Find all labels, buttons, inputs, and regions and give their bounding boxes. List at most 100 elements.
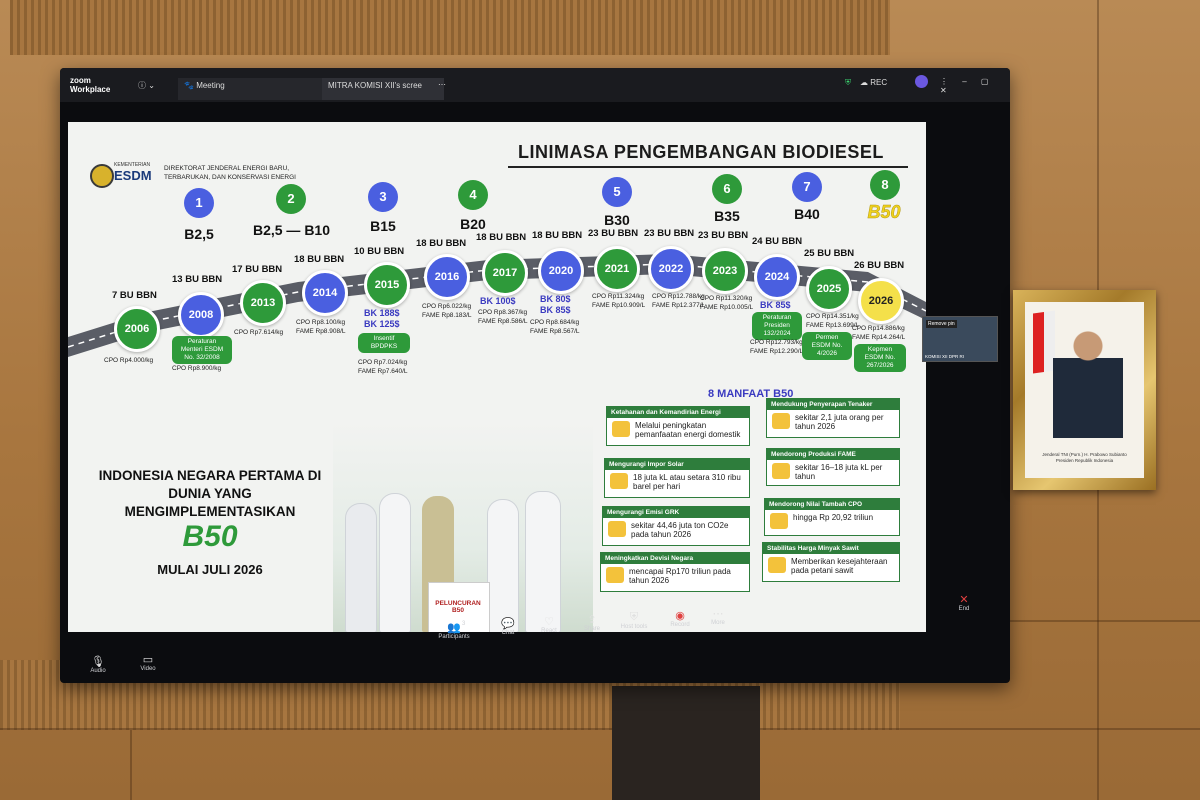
year-2026: 2026 <box>858 278 904 324</box>
bbn-2013: 17 BU BBN <box>232 264 283 275</box>
video-tile[interactable]: Remove pin KOMISI XII DPR RI <box>922 316 998 362</box>
price-2017: CPO Rp8.367/kg FAME Rp8.586/L <box>478 309 528 325</box>
heart-icon: ♡ <box>544 616 554 628</box>
stage-3-label: B15 <box>370 218 396 234</box>
bbn-2024: 24 BU BBN <box>752 236 803 247</box>
year-2020: 2020 <box>538 248 584 294</box>
share-tab-label: MITRA KOMISI XII's scree <box>328 81 422 90</box>
note-perpres-2024: Peraturan Presiden 132/2024 <box>752 312 802 340</box>
rec-indicator[interactable]: ☁ REC <box>860 78 888 87</box>
factory-icon <box>772 463 790 479</box>
end-button[interactable]: ✕End <box>942 593 986 612</box>
portrait-photo <box>1053 320 1123 438</box>
year-2008: 2008 <box>178 292 224 338</box>
participants-label: Participants <box>438 634 470 640</box>
portrait-caption: Jenderal TNI (Purn.) H. Prabowo Subianto… <box>1042 452 1127 463</box>
palm-tree-icon <box>770 513 788 529</box>
more-tabs-icon[interactable]: ⋯ <box>438 80 446 89</box>
stage-5-badge: 5 <box>602 177 632 207</box>
share-button[interactable]: ⇪Share <box>570 613 614 632</box>
headline-b50: B50 <box>182 520 238 553</box>
person <box>488 500 518 632</box>
tv-monitor: zoom Workplace ⓘ ⌄ 🐾 Meeting MITRA KOMIS… <box>60 68 1010 683</box>
host-tools-button[interactable]: ⛨Host tools <box>612 611 656 630</box>
audio-button[interactable]: 🎙Audio <box>76 655 120 674</box>
podium <box>428 582 490 632</box>
stage-1-badge: 1 <box>184 188 214 218</box>
chat-button[interactable]: 💬Chat <box>486 617 530 636</box>
fuel-barrel-icon <box>610 473 628 489</box>
year-2017: 2017 <box>482 250 528 296</box>
video-button[interactable]: ▭Video <box>126 653 170 672</box>
price-2015: CPO Rp7.024/kg FAME Rp7.640/L <box>358 359 408 375</box>
stage-4-label: B20 <box>460 216 486 232</box>
participants-button[interactable]: 👥Participants <box>432 621 476 640</box>
more-icon: ⋯ <box>712 608 724 620</box>
note-insentif: Insentif BPDPKS <box>358 333 410 353</box>
stage-8-badge: 8 <box>870 170 900 200</box>
close-icon: ✕ <box>959 594 969 606</box>
more-button[interactable]: ⋯More <box>696 607 740 626</box>
bbn-2017: 18 BU BBN <box>476 232 527 243</box>
host-tools-label: Host tools <box>620 624 648 630</box>
slide-title: LINIMASA PENGEMBANGAN BIODIESEL <box>518 142 884 162</box>
price-2006: CPO Rp4.000/kg <box>104 357 154 364</box>
remove-pin-button[interactable]: Remove pin <box>926 320 957 328</box>
bbn-2020: 18 BU BBN <box>532 230 583 241</box>
bbn-2014: 18 BU BBN <box>294 254 345 265</box>
zoom-logo: zoom Workplace <box>70 76 111 94</box>
money-icon <box>606 567 624 583</box>
globe-icon <box>608 521 626 537</box>
headline-text: INDONESIA NEGARA PERTAMA DI DUNIA YANG M… <box>98 468 322 519</box>
benefit-head: Ketahanan dan Kemandirian Energi <box>607 407 749 418</box>
stage-1-label: B2,5 <box>184 226 214 242</box>
bbn-2016: 18 BU BBN <box>416 238 467 249</box>
paw-icon: 🐾 <box>184 81 197 90</box>
video-tile-label: KOMISI XII DPR RI <box>925 354 965 359</box>
avatar[interactable] <box>915 75 928 88</box>
wall-slats-top <box>10 0 890 55</box>
chat-icon: 💬 <box>501 618 515 630</box>
org-short: ESDM <box>114 168 152 183</box>
benefit-card: Stabilitas Harga Minyak Sawit Memberikan… <box>762 542 900 582</box>
person <box>380 494 410 632</box>
benefit-body: sekitar 16–18 juta kL per tahun <box>795 463 883 481</box>
record-button[interactable]: ◉Record <box>658 609 702 628</box>
benefit-head: Mengurangi Emisi GRK <box>603 507 749 518</box>
benefit-head: Meningkatkan Devisi Negara <box>601 553 749 564</box>
workers-icon <box>772 413 790 429</box>
benefit-body: Memberikan kesejahteraan pada petani saw… <box>791 557 888 575</box>
price-2020: CPO Rp8.684/kg FAME Rp8.567/L <box>530 319 580 335</box>
benefit-body: hingga Rp 20,92 triliun <box>793 513 874 522</box>
react-label: React <box>541 628 557 634</box>
meeting-tab[interactable]: 🐾 Meeting <box>178 78 330 100</box>
benefit-card: Ketahanan dan Kemandirian Energi Melalui… <box>606 406 750 446</box>
benefit-body: sekitar 2,1 juta orang per tahun 2026 <box>795 413 884 431</box>
year-2014: 2014 <box>302 270 348 316</box>
benefit-body: sekitar 44,46 juta ton CO2e pada tahun 2… <box>631 521 729 539</box>
year-2016: 2016 <box>424 254 470 300</box>
shared-screen-tab[interactable]: MITRA KOMISI XII's scree <box>322 78 444 100</box>
org-ministry: KEMENTERIAN <box>114 162 151 168</box>
stage-6-label: B35 <box>714 208 740 224</box>
camera-icon: ▭ <box>142 654 154 666</box>
window-controls[interactable]: ⋮ – ▢ ✕ <box>940 77 995 95</box>
note-permen-2025: Permen ESDM No. 4/2026 <box>802 332 852 360</box>
wall-seam <box>0 728 1200 730</box>
stage-2-badge: 2 <box>276 184 306 214</box>
presentation-slide: KEMENTERIAN ESDM DIREKTORAT JENDERAL ENE… <box>68 122 926 632</box>
react-button[interactable]: ♡React <box>527 615 571 634</box>
shield-icon[interactable]: ⛨ <box>845 78 851 87</box>
org-directorate: DIREKTORAT JENDERAL ENERGI BARU, TERBARU… <box>164 165 296 181</box>
participants-count: 3 <box>462 621 466 627</box>
info-icon[interactable]: ⓘ ⌄ <box>138 81 155 90</box>
cloud-icon: ☁ <box>860 78 871 87</box>
bbn-2022: 23 BU BBN <box>644 228 695 239</box>
dark-doorway <box>612 686 760 800</box>
year-2006: 2006 <box>114 306 160 352</box>
price-2026: CPO Rp14.886/kg FAME Rp14.264/L <box>852 325 906 341</box>
share-icon: ⇪ <box>587 614 597 626</box>
benefit-head: Stabilitas Harga Minyak Sawit <box>763 543 899 554</box>
benefit-body: Melalui peningkatan pemanfaatan energi d… <box>635 421 741 439</box>
headline-date: MULAI JULI 2026 <box>157 562 263 577</box>
